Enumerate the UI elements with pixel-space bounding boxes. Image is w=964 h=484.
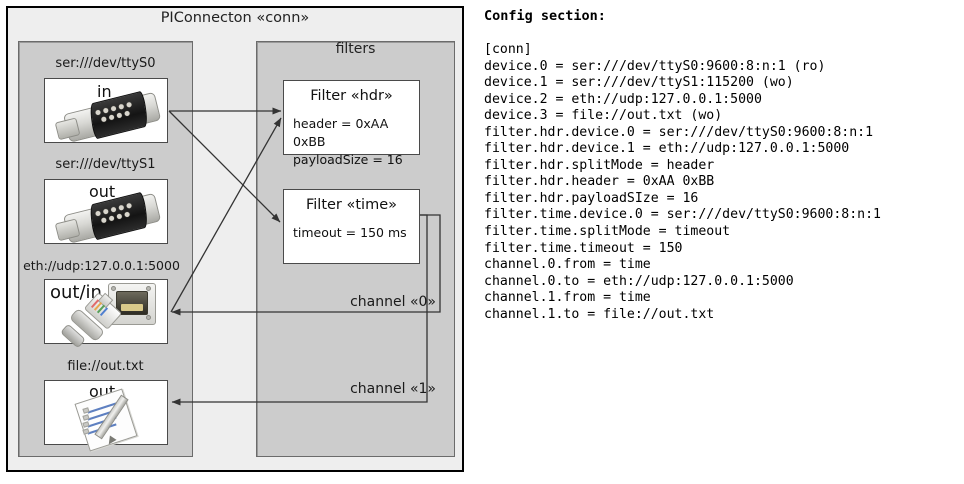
- document-pencil-icon: [74, 388, 143, 452]
- channel-label-1: channel «1»: [350, 381, 436, 397]
- channel-label-0: channel «0»: [350, 294, 436, 310]
- ethernet-rj45-icon: [108, 283, 156, 325]
- filter-attr: payloadSize = 16: [293, 151, 403, 167]
- device-tile-eth[interactable]: out/in: [44, 279, 168, 349]
- config-heading: Config section:: [484, 8, 606, 24]
- device-label-out-in: out/in: [50, 282, 102, 303]
- device-label-in: in: [97, 82, 112, 101]
- page-title: PIConnecton «conn»: [160, 10, 310, 26]
- filter-box-time[interactable]: Filter «time» timeout = 150 ms: [283, 189, 420, 264]
- serial-db9-connector-icon: [54, 187, 162, 248]
- device-caption-ttys0: ser:///dev/ttyS0: [55, 56, 156, 71]
- device-caption-file: file://out.txt: [67, 359, 144, 374]
- filter-attrs-hdr: header = 0xAA 0xBB payloadSize = 16: [293, 115, 419, 168]
- filter-box-hdr[interactable]: Filter «hdr» header = 0xAA 0xBB payloadS…: [283, 80, 420, 167]
- device-tile-file[interactable]: out: [44, 380, 168, 452]
- filter-title-hdr: Filter «hdr»: [310, 88, 393, 104]
- device-tile-ttys1[interactable]: out: [44, 179, 168, 244]
- device-tile-ttys0[interactable]: in: [44, 78, 168, 143]
- device-label-out: out: [89, 182, 116, 201]
- ethernet-cable-plug-icon: [60, 292, 127, 352]
- config-text: [conn] device.0 = ser:///dev/ttyS0:9600:…: [484, 42, 881, 322]
- filter-title-time: Filter «time»: [305, 197, 398, 213]
- filter-attr: timeout = 150 ms: [293, 225, 407, 240]
- filter-attr: header = 0xAA 0xBB: [293, 116, 389, 149]
- filters-panel-title: filters: [335, 41, 376, 57]
- device-caption-ttys1: ser:///dev/ttyS1: [55, 157, 156, 172]
- device-caption-eth: eth://udp:127.0.0.1:5000: [23, 258, 180, 273]
- filter-attrs-time: timeout = 150 ms: [293, 224, 407, 242]
- serial-db9-connector-icon: [54, 86, 162, 147]
